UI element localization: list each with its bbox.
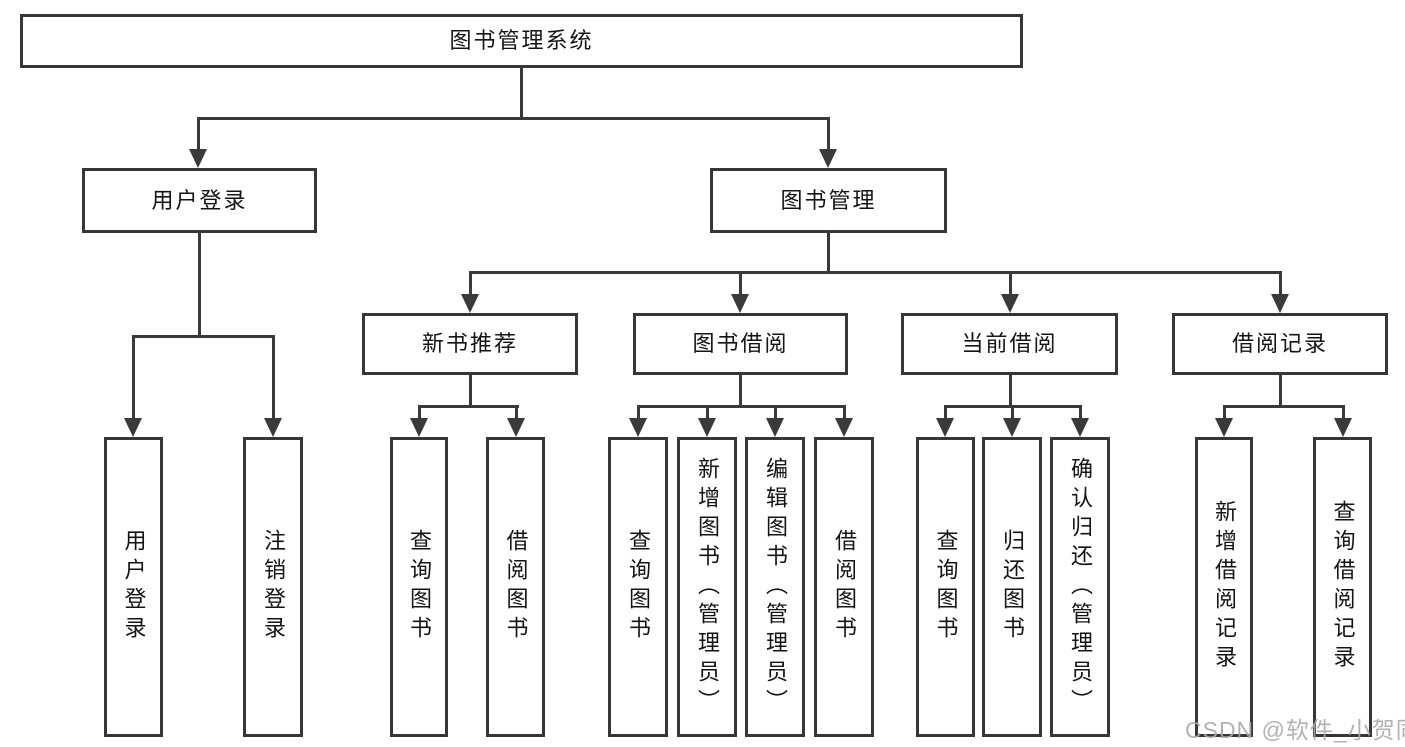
connector-vline bbox=[843, 405, 846, 420]
connector-vline bbox=[1011, 405, 1014, 420]
csdn-watermark: CSDN @软件_小贺同学 bbox=[1185, 717, 1405, 743]
leaf-borrowing-borrow-books: 借阅图书 bbox=[814, 437, 874, 737]
leaf-records-query-record: 查询借阅记录 bbox=[1313, 437, 1372, 737]
connector-vline bbox=[944, 405, 947, 420]
arrow-down-icon bbox=[936, 418, 954, 437]
connector-vline bbox=[132, 335, 135, 419]
connector-vline bbox=[1279, 374, 1282, 407]
arrow-down-icon bbox=[1215, 418, 1233, 437]
arrow-down-icon bbox=[1271, 294, 1289, 313]
arrow-down-icon bbox=[124, 418, 142, 437]
connector-vline bbox=[418, 405, 421, 420]
arrow-down-icon bbox=[1001, 294, 1019, 313]
connector-vline bbox=[1279, 271, 1282, 295]
node-borrowing-records: 借阅记录 bbox=[1172, 313, 1388, 375]
arrow-down-icon bbox=[410, 418, 428, 437]
connector-hline bbox=[1223, 405, 1345, 408]
arrow-down-icon bbox=[507, 418, 525, 437]
connector-vline bbox=[706, 405, 709, 420]
connector-vline bbox=[1079, 405, 1082, 420]
connector-vline bbox=[1009, 271, 1012, 295]
connector-vline bbox=[197, 117, 200, 150]
leaf-recommend-query-books: 查询图书 bbox=[390, 437, 448, 737]
connector-vline bbox=[469, 374, 472, 407]
connector-vline bbox=[774, 405, 777, 420]
arrow-down-icon bbox=[698, 418, 716, 437]
node-book-management: 图书管理 bbox=[710, 168, 947, 233]
connector-vline bbox=[520, 67, 523, 119]
leaf-current-confirm-return-admin: 确认归还（管理员） bbox=[1050, 437, 1110, 737]
leaf-logout-login: 注销登录 bbox=[243, 437, 303, 737]
connector-vline bbox=[637, 405, 640, 420]
connector-vline bbox=[827, 117, 830, 150]
node-new-book-recommend: 新书推荐 bbox=[362, 313, 578, 375]
arrow-down-icon bbox=[835, 418, 853, 437]
connector-hline bbox=[197, 117, 830, 120]
connector-vline bbox=[469, 271, 472, 295]
connector-vline bbox=[1223, 405, 1226, 420]
connector-vline bbox=[1342, 405, 1345, 420]
node-book-borrowing: 图书借阅 bbox=[633, 313, 848, 375]
connector-hline bbox=[418, 405, 519, 408]
connector-vline bbox=[739, 374, 742, 407]
connector-vline bbox=[272, 335, 275, 419]
node-user-login: 用户登录 bbox=[82, 168, 317, 233]
arrow-down-icon bbox=[1071, 418, 1089, 437]
node-book-management-system: 图书管理系统 bbox=[20, 14, 1023, 68]
leaf-borrowing-edit-books-admin: 编辑图书（管理员） bbox=[745, 437, 805, 737]
connector-hline bbox=[469, 271, 1282, 274]
connector-hline bbox=[637, 405, 846, 408]
arrow-down-icon bbox=[264, 418, 282, 437]
arrow-down-icon bbox=[629, 418, 647, 437]
connector-vline bbox=[1009, 374, 1012, 407]
leaf-current-query-books: 查询图书 bbox=[916, 437, 975, 737]
leaf-records-add-record: 新增借阅记录 bbox=[1195, 437, 1253, 737]
connector-vline bbox=[827, 231, 830, 273]
node-current-borrowing: 当前借阅 bbox=[901, 313, 1118, 375]
leaf-borrowing-add-books-admin: 新增图书（管理员） bbox=[677, 437, 737, 737]
connector-vline bbox=[739, 271, 742, 295]
arrow-down-icon bbox=[461, 294, 479, 313]
connector-vline bbox=[515, 405, 518, 420]
leaf-user-login: 用户登录 bbox=[104, 437, 163, 737]
leaf-current-return-books: 归还图书 bbox=[982, 437, 1042, 737]
arrow-down-icon bbox=[819, 149, 837, 168]
connector-vline bbox=[198, 232, 201, 337]
leaf-recommend-borrow-books: 借阅图书 bbox=[486, 437, 545, 737]
arrow-down-icon bbox=[766, 418, 784, 437]
arrow-down-icon bbox=[731, 294, 749, 313]
arrow-down-icon bbox=[1334, 418, 1352, 437]
connector-hline bbox=[132, 335, 275, 338]
leaf-borrowing-query-books: 查询图书 bbox=[608, 437, 668, 737]
arrow-down-icon bbox=[1003, 418, 1021, 437]
arrow-down-icon bbox=[189, 149, 207, 168]
